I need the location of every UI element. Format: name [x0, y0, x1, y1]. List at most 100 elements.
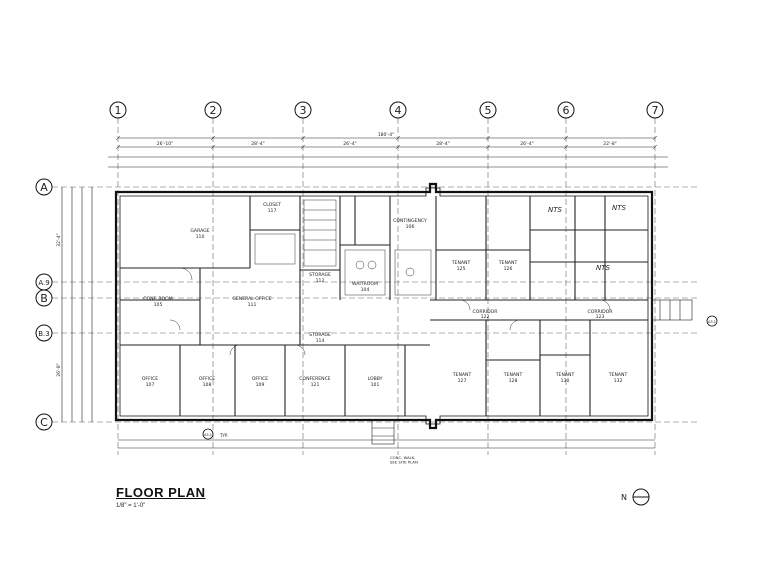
- svg-text:CORRIDOR: CORRIDOR: [588, 309, 614, 315]
- svg-text:4: 4: [395, 104, 402, 117]
- svg-text:101: 101: [371, 382, 380, 388]
- svg-text:TENANT: TENANT: [555, 372, 575, 378]
- svg-text:28'-4": 28'-4": [251, 141, 265, 147]
- svg-text:B: B: [40, 292, 48, 305]
- svg-text:A3.1: A3.1: [708, 320, 716, 324]
- grid-bubble-4: 4: [389, 101, 407, 119]
- svg-text:OFFICE: OFFICE: [142, 376, 158, 382]
- drawing-scale: 1/8" = 1'-0": [116, 503, 146, 509]
- grid-bubble-3: 3: [294, 101, 312, 119]
- svg-text:1: 1: [115, 104, 122, 117]
- dimension-tick: [210, 135, 216, 141]
- svg-text:CORRIDOR: CORRIDOR: [473, 309, 499, 315]
- dimension-tick: [563, 135, 569, 141]
- svg-text:GARAGE: GARAGE: [190, 228, 209, 234]
- svg-text:STORAGE: STORAGE: [309, 332, 331, 338]
- dimension-tick: [115, 144, 121, 150]
- svg-text:5: 5: [485, 104, 492, 117]
- svg-text:7: 7: [652, 104, 659, 117]
- svg-text:109: 109: [256, 382, 265, 388]
- svg-text:26'-10": 26'-10": [157, 141, 173, 147]
- interior-walls: [120, 196, 648, 416]
- top-dimension-strings: [108, 137, 668, 168]
- grid-bubble-B3: B.3: [35, 324, 53, 342]
- svg-text:N: N: [621, 493, 627, 502]
- east-entry: [651, 299, 693, 321]
- bottom-dimension-strings: [118, 439, 655, 449]
- svg-text:CONFERENCE: CONFERENCE: [299, 376, 331, 382]
- dimension-tick: [652, 135, 658, 141]
- svg-text:114: 114: [316, 338, 325, 344]
- grid-lines: [52, 118, 700, 455]
- grid-bubble-6: 6: [557, 101, 575, 119]
- svg-text:122: 122: [481, 314, 490, 320]
- svg-text:32'-4": 32'-4": [56, 233, 62, 247]
- dimension-tick: [300, 135, 306, 141]
- svg-text:TENANT: TENANT: [498, 260, 518, 266]
- svg-text:121: 121: [311, 382, 320, 388]
- svg-text:LOBBY: LOBBY: [368, 376, 383, 382]
- svg-text:123: 123: [596, 314, 605, 320]
- dimension-tick: [115, 135, 121, 141]
- svg-text:6: 6: [563, 104, 570, 117]
- svg-text:GENERAL OFFICE: GENERAL OFFICE: [232, 296, 271, 302]
- svg-text:OFFICE: OFFICE: [199, 376, 215, 382]
- svg-text:CLOSET: CLOSET: [263, 202, 281, 208]
- svg-text:A.9: A.9: [38, 279, 49, 287]
- grid-bubble-A: A: [35, 178, 53, 196]
- svg-text:TENANT: TENANT: [503, 372, 523, 378]
- svg-text:22'-8": 22'-8": [603, 141, 617, 147]
- dimension-tick: [210, 144, 216, 150]
- svg-text:112: 112: [316, 278, 325, 284]
- dimension-tick: [395, 144, 401, 150]
- svg-text:125: 125: [457, 266, 466, 272]
- dimension-tick: [300, 144, 306, 150]
- section-markers: A3.1 A3.1 TYP.: [202, 315, 718, 440]
- svg-text:110: 110: [196, 234, 205, 240]
- grid-bubble-5: 5: [479, 101, 497, 119]
- grid-bubble-1: 1: [109, 101, 127, 119]
- svg-text:108: 108: [203, 382, 212, 388]
- svg-text:132: 132: [614, 378, 623, 384]
- drawing-title: FLOOR PLAN: [116, 485, 206, 500]
- svg-text:104: 104: [361, 287, 370, 293]
- dimension-tick: [563, 144, 569, 150]
- svg-text:C: C: [40, 416, 48, 429]
- south-entry: [371, 419, 395, 445]
- svg-text:130: 130: [561, 378, 570, 384]
- svg-text:NTS: NTS: [596, 264, 611, 272]
- entry-note: CONC. WALK-SEE SITE PLAN: [390, 455, 418, 465]
- svg-text:A: A: [40, 181, 48, 194]
- overall-dimension: 180'-4": [378, 132, 394, 138]
- svg-text:117: 117: [268, 208, 277, 214]
- svg-text:CONF. ROOM: CONF. ROOM: [143, 296, 173, 302]
- svg-text:26'-4": 26'-4": [520, 141, 534, 147]
- svg-text:OFFICE: OFFICE: [252, 376, 268, 382]
- svg-text:28'-4": 28'-4": [436, 141, 450, 147]
- grid-bubble-C: C: [35, 413, 53, 431]
- svg-text:2: 2: [210, 104, 217, 117]
- svg-text:B.3: B.3: [38, 330, 49, 338]
- grid-bubble-2: 2: [204, 101, 222, 119]
- svg-text:3: 3: [300, 104, 307, 117]
- top-dimension-text: 180'-4" 26'-10" 28'-4" 26'-4" 28'-4" 26'…: [157, 132, 617, 147]
- svg-text:NTS: NTS: [548, 206, 563, 214]
- grid-bubble-A9: A.9: [35, 273, 53, 291]
- svg-text:111: 111: [248, 302, 257, 308]
- svg-text:CONTINGENCY: CONTINGENCY: [393, 218, 427, 224]
